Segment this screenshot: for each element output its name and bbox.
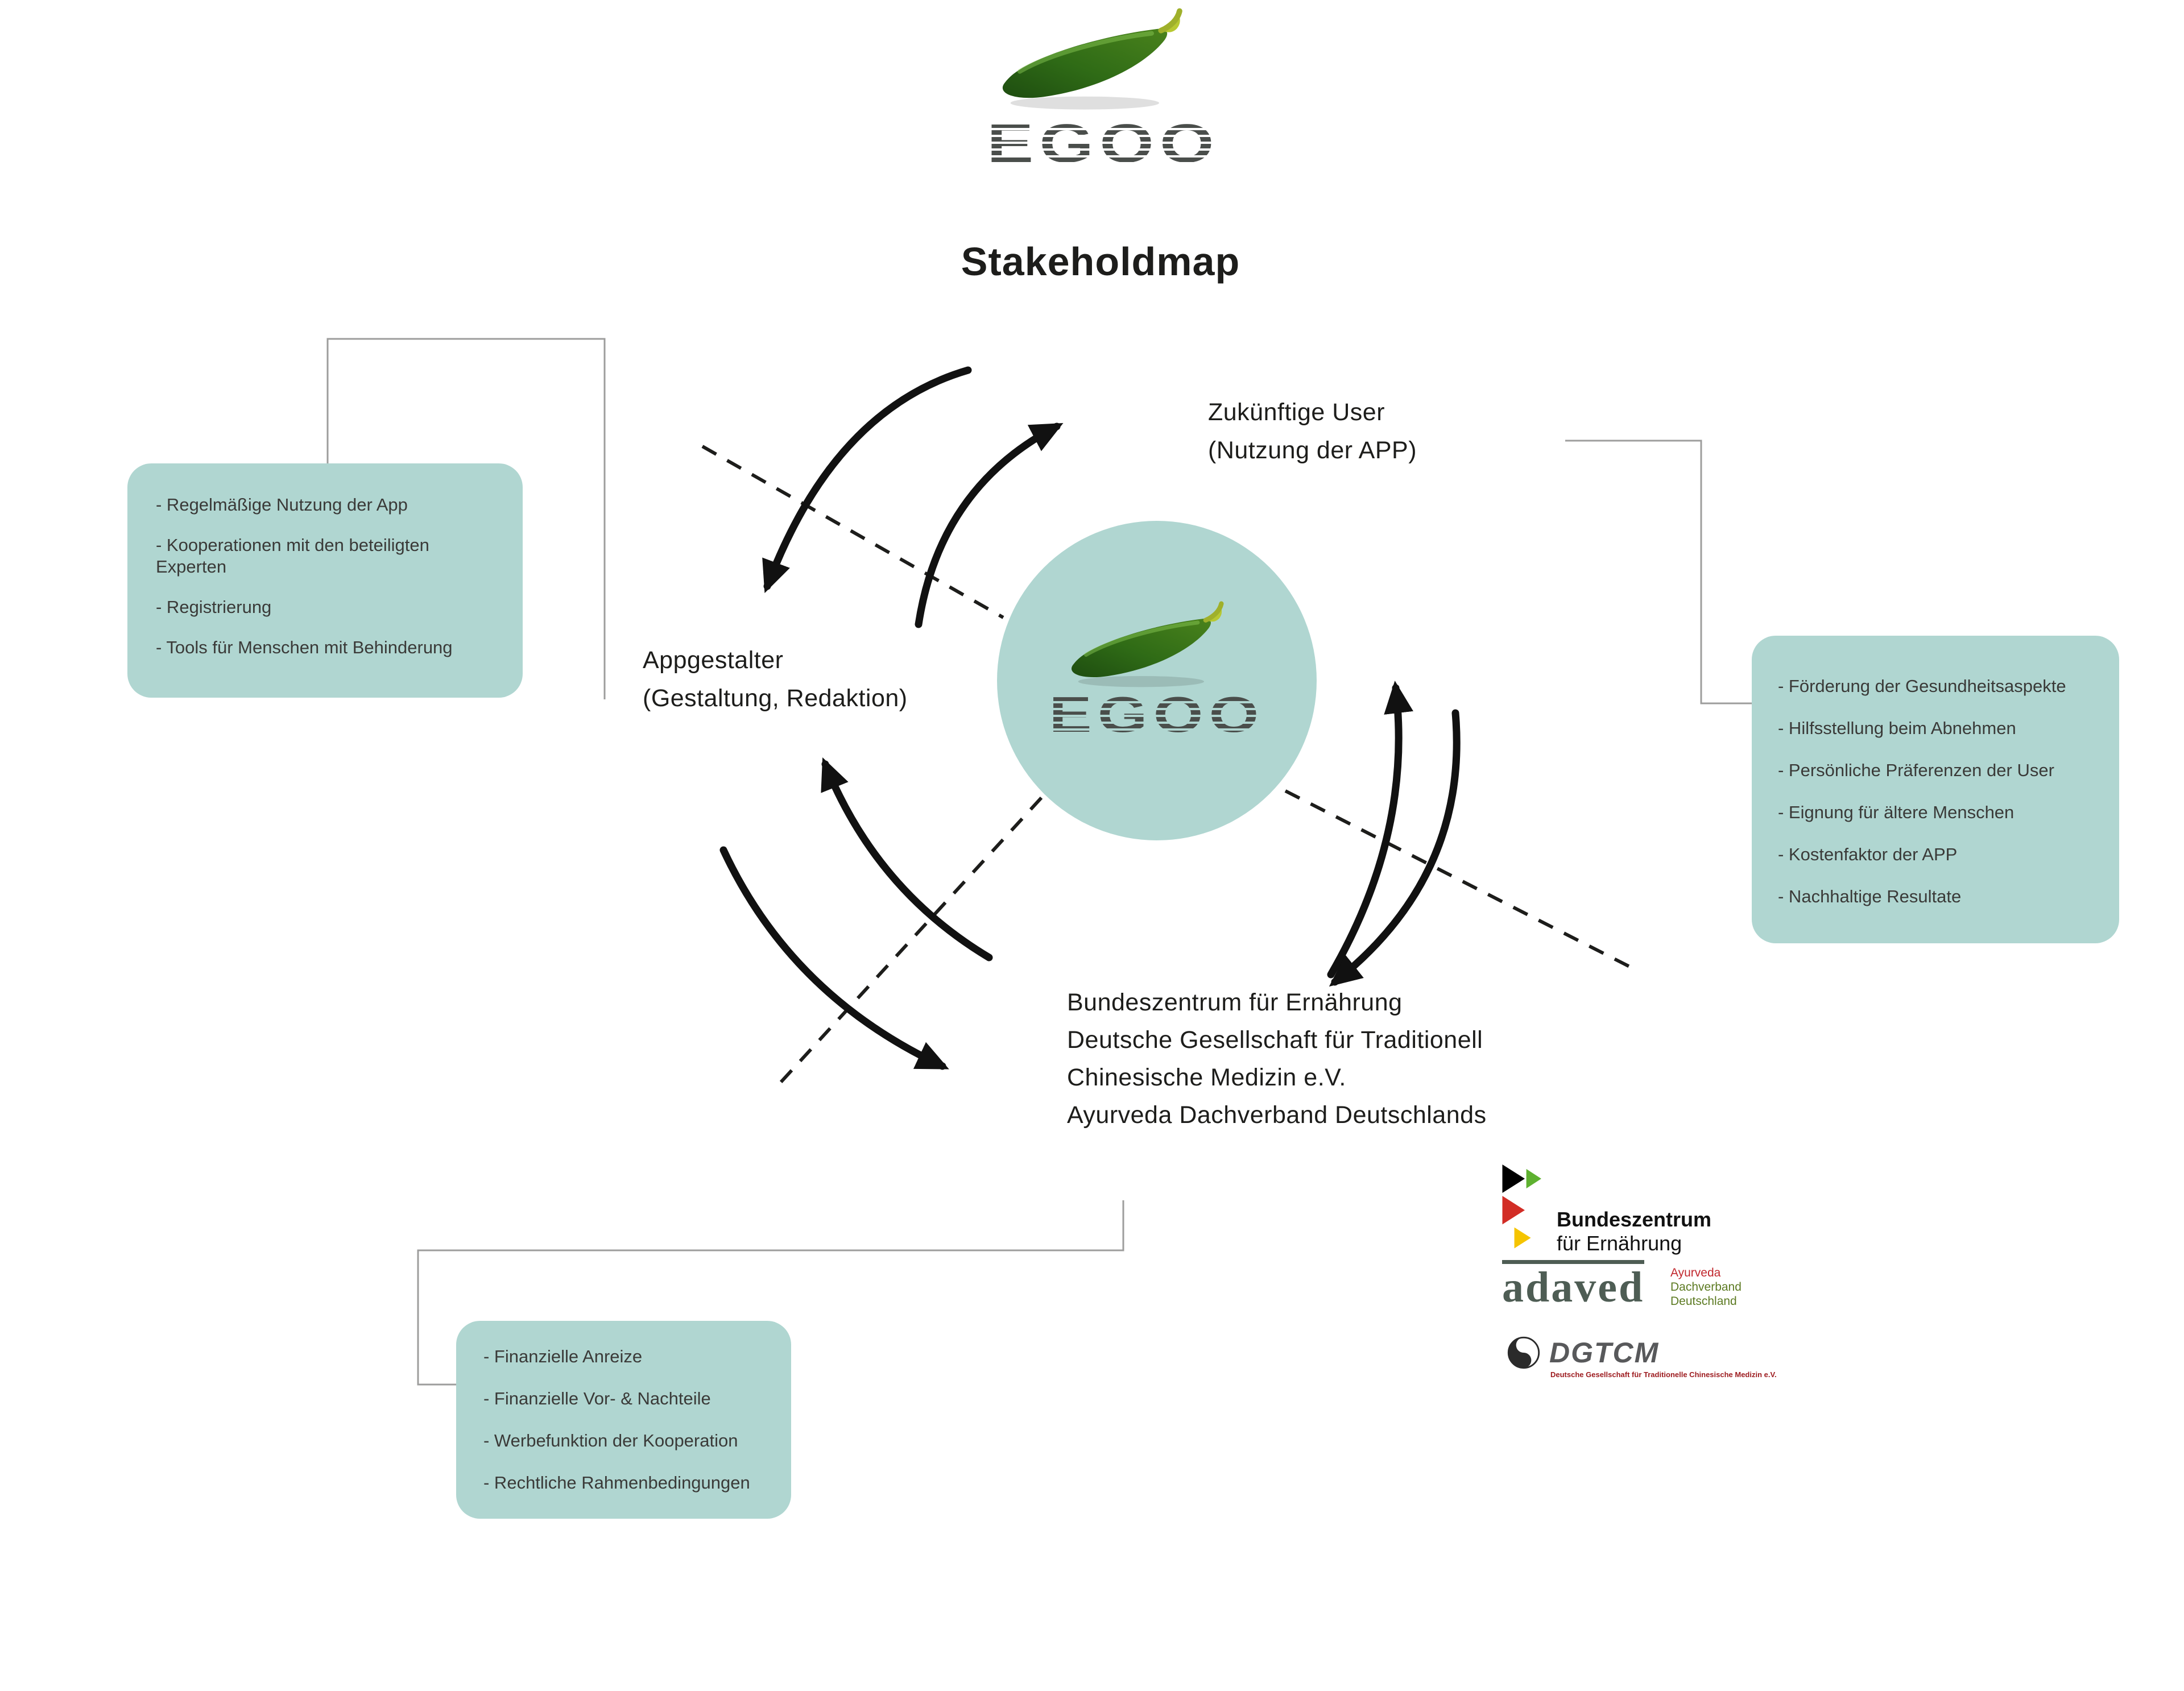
- yin-yang-icon: [1507, 1336, 1540, 1369]
- label-line: Deutsche Gesellschaft für Traditionell: [1067, 1026, 1483, 1054]
- brand-logo-text: EGOO: [987, 113, 1220, 174]
- bzfe-logo-text: Bundeszentrum für Ernährung: [1557, 1208, 1818, 1255]
- dashed-line-bottom-left: [774, 796, 1043, 1089]
- connector-lines: [326, 338, 1752, 1386]
- adaved-sub-line: Ayurveda: [1670, 1266, 1721, 1279]
- stakeholder-label-institutions: Bundeszentrum für Ernährung Deutsche Ges…: [1067, 984, 1487, 1134]
- arrow-center-to-institutions: [1329, 709, 1461, 987]
- bzfe-name: Bundeszentrum: [1557, 1208, 1712, 1231]
- arrow-bottomleft-up: [821, 757, 993, 961]
- center-node: EGOO: [997, 521, 1317, 840]
- label-line: Zukünftige User: [1208, 399, 1385, 426]
- note-item: - Kostenfaktor der APP: [1778, 844, 1958, 864]
- dashed-line-right: [1284, 789, 1633, 969]
- note-box-appgestalter: - Regelmäßige Nutzung der App - Kooperat…: [127, 463, 523, 698]
- connector-right-box: [1565, 440, 1752, 704]
- note-box-zukuenftige-user: - Förderung der Gesundheitsaspekte - Hil…: [1752, 636, 2119, 943]
- note-item: - Rechtliche Rahmenbedingungen: [483, 1473, 750, 1493]
- note-item: - Werbefunktion der Kooperation: [483, 1431, 738, 1450]
- bzfe-logo: Bundeszentrum für Ernährung: [1502, 1164, 1711, 1257]
- dashed-line-top-left: [701, 445, 1004, 619]
- label-line: Chinesische Medizin e.V.: [1067, 1064, 1346, 1091]
- exchange-arrows: [719, 366, 1461, 1070]
- label-line: Appgestalter: [643, 646, 784, 674]
- center-logo-text: EGOO: [1049, 686, 1265, 743]
- adaved-wordmark: adaved: [1502, 1260, 1645, 1309]
- note-item: - Hilfsstellung beim Abnehmen: [1778, 718, 2016, 738]
- dgtcm-logo-row: DGTCM: [1507, 1336, 1777, 1369]
- stakeholder-label-appgestalter: Appgestalter (Gestaltung, Redaktion): [643, 641, 908, 718]
- arrow-bottomleft-down: [719, 846, 949, 1070]
- dgtcm-tagline: Deutsche Gesellschaft für Traditionelle …: [1550, 1370, 1777, 1379]
- brand-header: EGOO: [961, 5, 1246, 171]
- page-title: Stakeholdmap: [961, 239, 1240, 284]
- stakeholder-label-users: Zukünftige User (Nutzung der APP): [1208, 393, 1417, 470]
- bzfe-subname: für Ernährung: [1557, 1232, 1682, 1255]
- arrow-institutions-to-center: [1327, 681, 1413, 979]
- arrow-users-to-designers: [762, 366, 972, 594]
- adaved-sub-line: Deutschland: [1670, 1295, 1737, 1308]
- note-list: - Regelmäßige Nutzung der App - Kooperat…: [156, 494, 494, 658]
- pepper-icon: [961, 5, 1246, 119]
- arrow-designers-to-users: [915, 422, 1064, 628]
- note-list: - Förderung der Gesundheitsaspekte - Hil…: [1778, 675, 2093, 907]
- label-line: (Nutzung der APP): [1208, 437, 1417, 464]
- note-item: - Regelmäßige Nutzung der App: [156, 495, 408, 515]
- dashed-divider-lines: [701, 445, 1633, 1089]
- note-item: - Finanzielle Anreize: [483, 1346, 643, 1366]
- label-line: Ayurveda Dachverband Deutschlands: [1067, 1101, 1487, 1129]
- note-item: - Registrierung: [156, 597, 272, 617]
- note-item: - Eignung für ältere Menschen: [1778, 802, 2015, 822]
- connector-bottom-box: [417, 1200, 1124, 1386]
- note-item: - Tools für Menschen mit Behinderung: [156, 637, 453, 657]
- note-item: - Persönliche Präferenzen der User: [1778, 760, 2054, 780]
- adaved-sub-line: Dachverband: [1670, 1280, 1742, 1294]
- adaved-logo-text: Ayurveda Dachverband Deutschland: [1670, 1266, 1742, 1308]
- dgtcm-logo: DGTCM Deutsche Gesellschaft für Traditio…: [1507, 1336, 1777, 1379]
- dgtcm-wordmark: DGTCM: [1549, 1337, 1660, 1369]
- label-line: Bundeszentrum für Ernährung: [1067, 989, 1403, 1016]
- note-item: - Förderung der Gesundheitsaspekte: [1778, 676, 2066, 696]
- adaved-logo: adaved Ayurveda Dachverband Deutschland: [1502, 1260, 1742, 1309]
- bzfe-logo-icon: [1502, 1164, 1548, 1257]
- note-item: - Nachhaltige Resultate: [1778, 886, 1962, 906]
- note-item: - Finanzielle Vor- & Nachteile: [483, 1389, 711, 1408]
- pepper-icon: [997, 521, 1317, 695]
- connector-left-box: [326, 338, 606, 699]
- note-list: - Finanzielle Anreize - Finanzielle Vor-…: [483, 1346, 764, 1494]
- note-box-institutions: - Finanzielle Anreize - Finanzielle Vor-…: [456, 1321, 791, 1519]
- label-line: (Gestaltung, Redaktion): [643, 685, 908, 712]
- note-item: - Kooperationen mit den beteiligten Expe…: [156, 535, 429, 577]
